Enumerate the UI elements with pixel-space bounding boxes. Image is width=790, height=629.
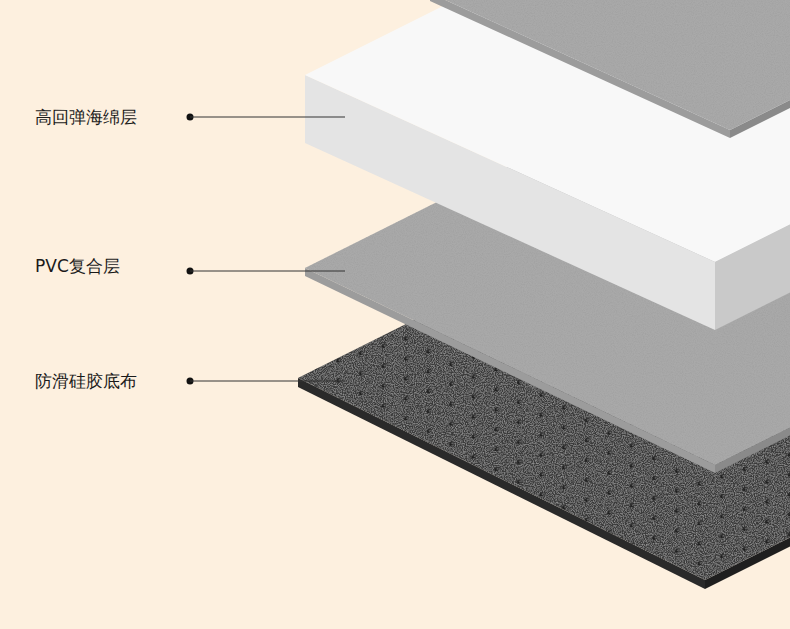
leader-lines [187,114,346,385]
layer-label: PVC复合层 [35,258,120,275]
top-fabric-layer [430,0,790,138]
layer-label: 防滑硅胶底布 [35,373,137,390]
layer-label: 高回弹海绵层 [35,109,137,126]
